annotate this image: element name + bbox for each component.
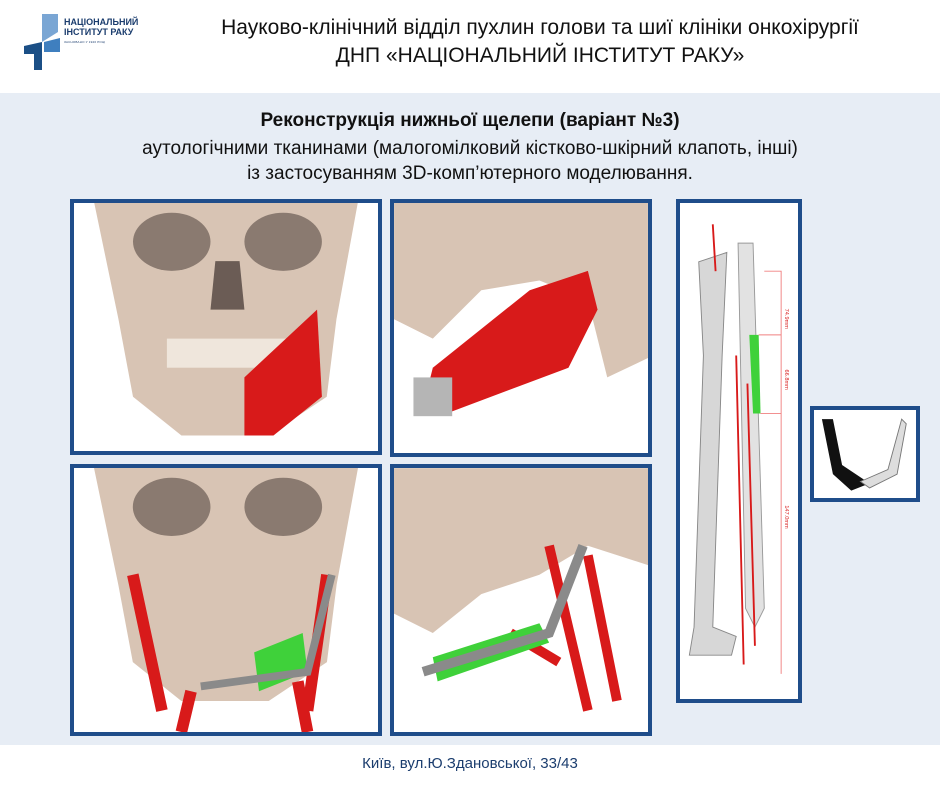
- measurement-label-1: 74.9mm: [783, 309, 789, 330]
- institute-logo: НАЦІОНАЛЬНИЙ ІНСТИТУТ РАКУ ЗАСНОВАНО У 1…: [22, 12, 152, 82]
- logo-line3: ЗАСНОВАНО У 1920 РОЦІ: [64, 40, 106, 44]
- slide-subtitle-line2: аутологічними тканинами (малогомілковий …: [142, 138, 798, 159]
- header-line2: ДНП «НАЦІОНАЛЬНИЙ ІНСТИТУТ РАКУ»: [335, 44, 745, 67]
- slide-subtitle-line3: із застосуванням 3D-комп’ютерного моделю…: [247, 163, 693, 184]
- measurement-label-3: 147.0mm: [783, 505, 789, 529]
- skull-frontal-tumor-image: [70, 199, 382, 455]
- mandible-graft-thumbnail: [810, 406, 920, 502]
- skull-lateral-reconstruction-image: [390, 464, 652, 736]
- header: НАЦІОНАЛЬНИЙ ІНСТИТУТ РАКУ ЗАСНОВАНО У 1…: [0, 0, 940, 93]
- logo-cross-icon: [24, 14, 60, 70]
- header-title: Науково-клінічний відділ пухлин голови т…: [150, 14, 930, 70]
- logo-line2: ІНСТИТУТ РАКУ: [64, 27, 134, 37]
- skull-lateral-tumor-image: [390, 199, 652, 457]
- footer-address: Київ, вул.Ю.Здановської, 33/43: [362, 755, 578, 772]
- fibula-model-image: 74.9mm 66.8mm 147.0mm: [676, 199, 802, 703]
- slide-title: Реконструкція нижньої щелепи (варіант №3…: [260, 110, 680, 131]
- measurement-label-2: 66.8mm: [783, 370, 789, 391]
- header-line1: Науково-клінічний відділ пухлин голови т…: [221, 16, 859, 39]
- logo-line1: НАЦІОНАЛЬНИЙ: [64, 17, 139, 27]
- skull-frontal-reconstruction-image: [70, 464, 382, 736]
